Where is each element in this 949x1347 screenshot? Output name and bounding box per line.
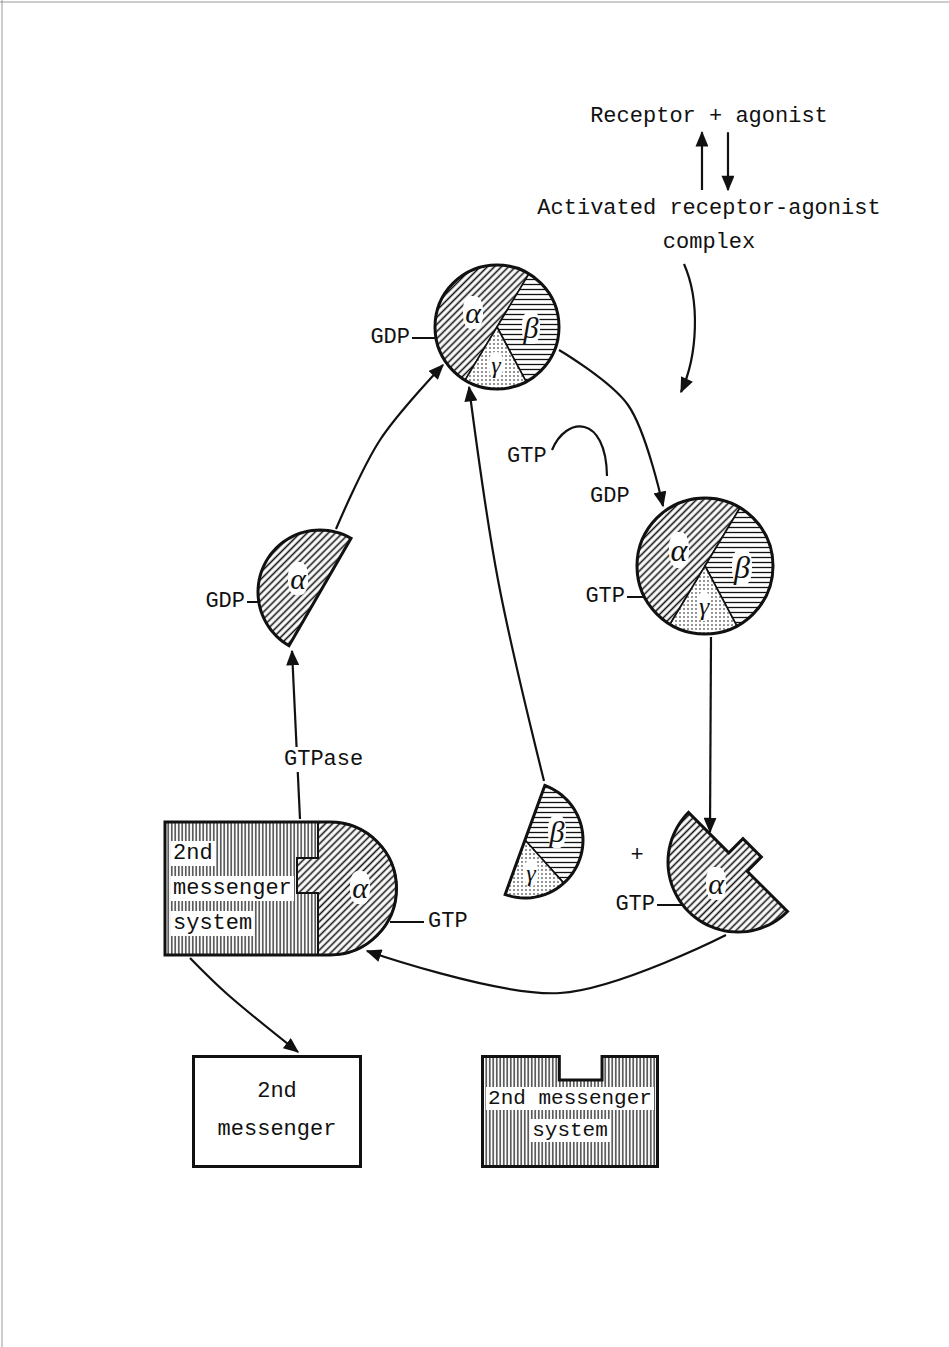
subunit-letter: α	[288, 562, 308, 595]
nucleotide-label: GTP	[615, 892, 655, 917]
exchange-arc	[552, 426, 607, 476]
alpha-region	[258, 530, 351, 646]
nucleotide-label: GDP	[588, 484, 632, 509]
g-protein-trimer: αβγGTP	[634, 495, 776, 637]
trimer-outline	[435, 265, 559, 389]
dimer-outline	[505, 785, 583, 897]
effector-complex: 2nd messenger systemαGTP	[163, 820, 399, 958]
signal-arrow	[727, 132, 729, 190]
subunit-letter: γ	[697, 592, 711, 621]
subunit-letter: α	[350, 871, 370, 904]
effector-label: 2nd messenger system	[171, 841, 294, 936]
complex-outline	[165, 822, 397, 955]
beta-gamma-dimer: βγ	[500, 780, 590, 902]
gamma-region	[670, 566, 737, 634]
shape-outline	[192, 1055, 362, 1168]
box-outline	[194, 1057, 361, 1167]
nucleotide-label: GDP	[205, 589, 245, 614]
nucleotide-label: GTP	[505, 444, 549, 469]
trimer-outline	[637, 498, 773, 634]
activation-arrow	[681, 264, 695, 392]
subunit-letter: γ	[489, 352, 502, 378]
subunit-letter: β	[522, 311, 541, 344]
alpha-subunit: αGDP	[254, 526, 356, 652]
effector-outline	[483, 1057, 658, 1167]
subunit-letter: γ	[524, 860, 537, 886]
signal-arrow	[559, 350, 663, 506]
enzyme-label: GTPase	[282, 747, 365, 772]
shape-outline	[500, 780, 590, 902]
signal-arrow	[710, 637, 711, 832]
second-messenger-label: 2nd messenger	[218, 1079, 337, 1142]
nucleotide-label: GDP	[370, 325, 410, 350]
subunit-letter: β	[548, 815, 567, 848]
subunit-letter: α	[669, 532, 690, 568]
signal-arrow	[292, 651, 300, 819]
bond-tick	[247, 601, 259, 603]
page-border	[0, 2, 949, 3]
signal-arrow	[336, 365, 443, 529]
page-border	[2, 0, 3, 1347]
nucleotide-label: GTP	[428, 909, 468, 934]
bond-tick	[390, 921, 424, 923]
subunit-letter: α	[463, 296, 483, 329]
effector-label: 2nd messenger system	[486, 1087, 654, 1142]
effector-region	[165, 822, 318, 955]
nucleotide-label: GTP	[585, 584, 625, 609]
subunit-letter: β	[732, 549, 752, 585]
signal-arrow	[701, 132, 703, 190]
bond-tick	[412, 337, 436, 339]
plus-sign: +	[628, 843, 645, 868]
alpha-subunit: αGTP	[664, 808, 792, 936]
subunit-letter: α	[706, 867, 726, 900]
g-protein-trimer: αβγGDP	[432, 262, 562, 392]
receptor-label: Receptor + agonist	[590, 104, 828, 129]
shape-outline	[481, 1055, 659, 1168]
signal-arrow	[190, 958, 298, 1052]
receptor-label: Activated receptor-agonist complex	[528, 193, 890, 261]
signal-arrow	[367, 935, 726, 993]
second-messenger-box: 2nd messenger	[192, 1055, 362, 1168]
gamma-region	[465, 327, 526, 389]
receptor-label: Activated receptor-agonist complex	[537, 196, 880, 255]
bond-tick	[657, 904, 682, 906]
alpha-region	[668, 813, 787, 932]
receptor-label: Receptor + agonist	[590, 104, 828, 129]
shape-outline	[664, 808, 792, 936]
effector-box: 2nd messenger system	[481, 1055, 659, 1168]
bond-tick	[627, 596, 644, 598]
